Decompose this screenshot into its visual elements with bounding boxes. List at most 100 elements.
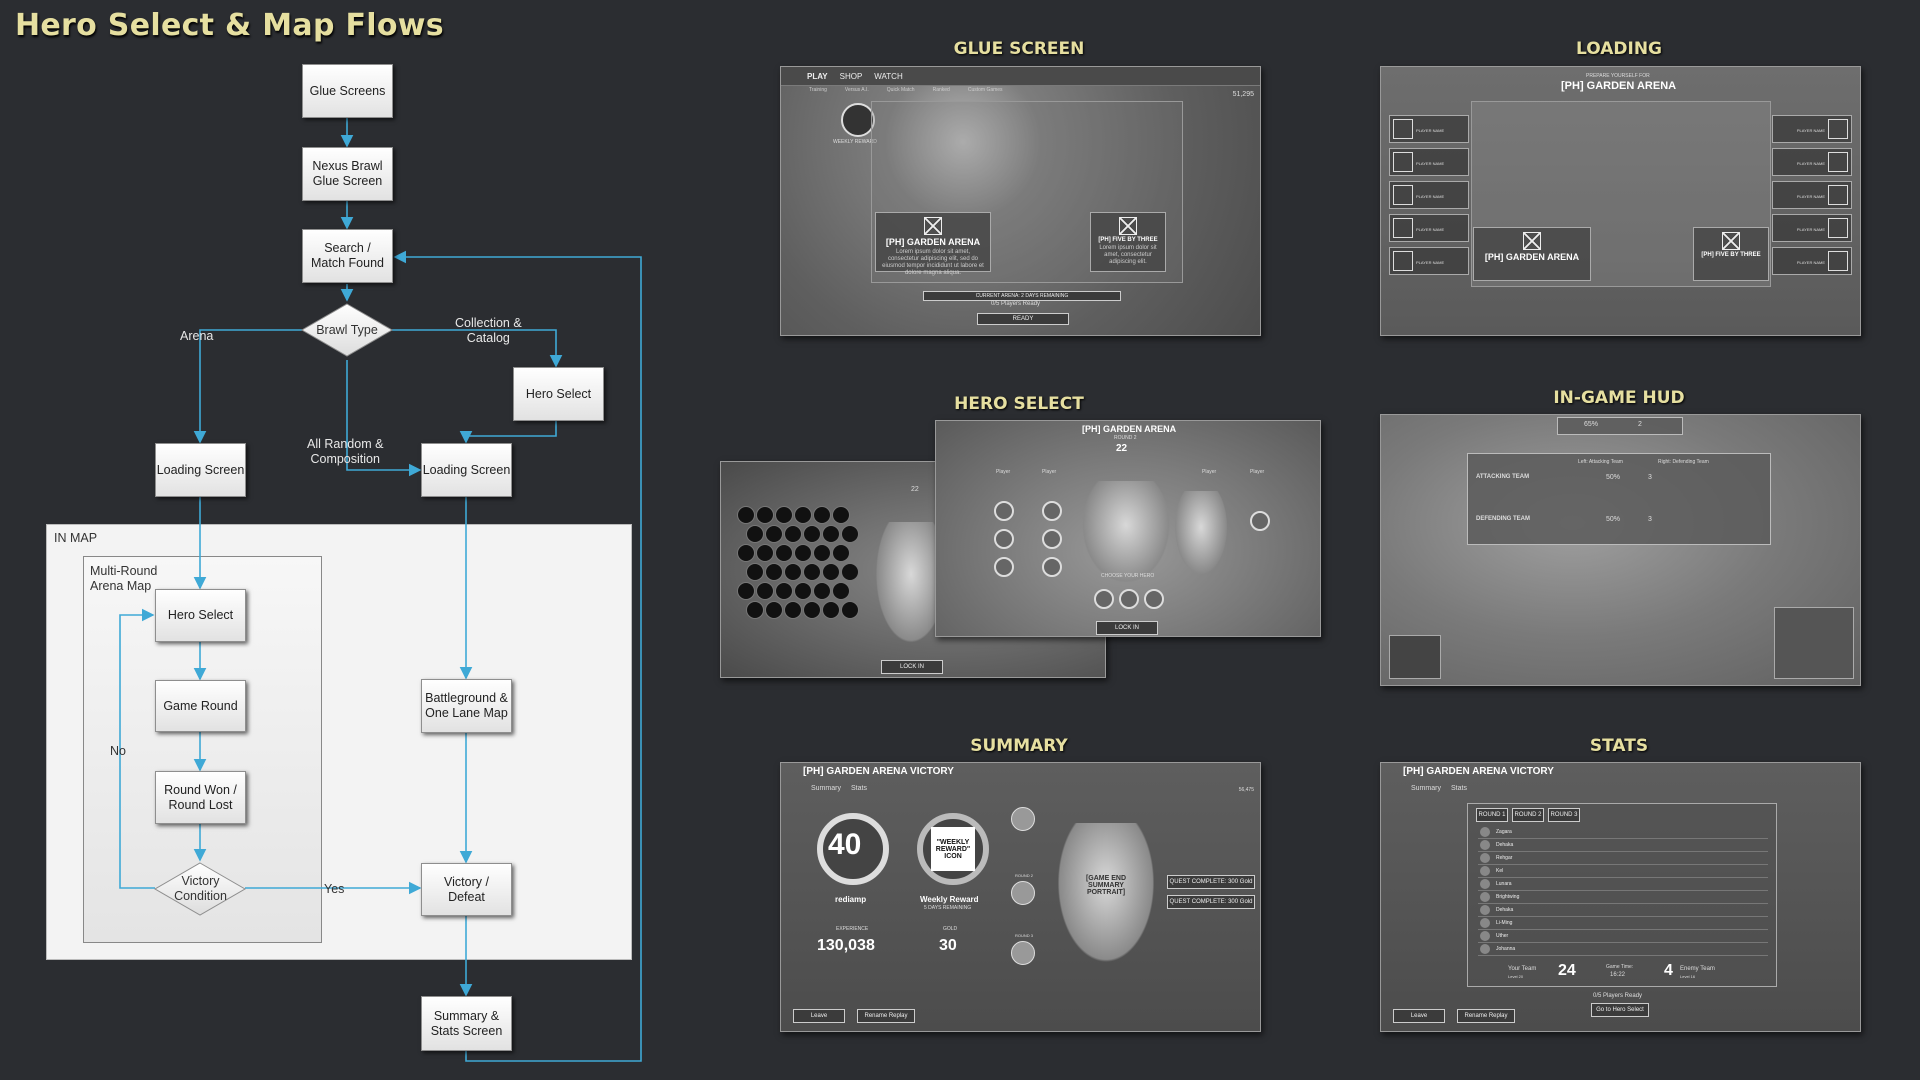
player-name-label: PLAYER NAME xyxy=(1416,260,1445,265)
hero-portrait-slot[interactable] xyxy=(775,506,793,524)
hero-portrait-slot[interactable] xyxy=(841,563,859,581)
card-text: Lorem ipsum dolor sit amet, consectetur … xyxy=(1099,245,1157,265)
hero-avatar xyxy=(1480,866,1490,876)
glue-subtab[interactable]: Training xyxy=(809,87,827,93)
stats-tab-stats[interactable]: Stats xyxy=(1451,785,1467,792)
go-to-hero-select-button[interactable]: Go to Hero Select xyxy=(1591,1003,1649,1017)
nexus-brawl-node: Nexus Brawl Glue Screen xyxy=(302,147,393,201)
multi-round-label: Multi-Round Arena Map xyxy=(90,564,158,593)
hero-portrait-slot[interactable] xyxy=(803,563,821,581)
hero-portrait-slot[interactable] xyxy=(822,525,840,543)
glue-tab-shop[interactable]: SHOP xyxy=(839,71,863,81)
experience-value: 130,038 xyxy=(817,937,875,954)
attacking-percent: 50% xyxy=(1606,474,1621,481)
glue-subtab[interactable]: Quick Match xyxy=(886,87,915,93)
hero-portrait-slot[interactable] xyxy=(832,582,850,600)
hero-portrait-slot[interactable] xyxy=(746,525,764,543)
pick-slot[interactable] xyxy=(994,501,1014,521)
hero-portrait-slot[interactable] xyxy=(794,544,812,562)
summary-tab-stats[interactable]: Stats xyxy=(851,785,867,792)
five-by-three-card[interactable]: [PH] FIVE BY THREE Lorem ipsum dolor sit… xyxy=(1090,212,1166,272)
glue-subtab[interactable]: Custom Games xyxy=(967,87,1003,93)
player-name: Johanna xyxy=(1496,946,1516,952)
glue-tab-watch[interactable]: WATCH xyxy=(874,71,903,81)
hero-portrait-slot[interactable] xyxy=(784,525,802,543)
minimap[interactable] xyxy=(1774,607,1854,679)
pick-slot[interactable] xyxy=(1250,511,1270,531)
card-title: [PH] GARDEN ARENA xyxy=(1484,252,1580,262)
round-tab-3[interactable]: ROUND 3 xyxy=(1548,808,1580,822)
glue-subtab[interactable]: Versus A.I. xyxy=(844,87,869,93)
leave-button[interactable]: Leave xyxy=(1393,1009,1445,1023)
victory-condition-label: Victory Condition xyxy=(174,874,227,903)
stats-tab-summary[interactable]: Summary xyxy=(1411,785,1441,792)
rename-replay-button[interactable]: Rename Replay xyxy=(1457,1009,1515,1023)
round-tab-2[interactable]: ROUND 2 xyxy=(1512,808,1544,822)
placeholder-image-icon xyxy=(1828,152,1848,172)
gold-value: 30 xyxy=(939,937,957,954)
player-name-label: PLAYER NAME xyxy=(1416,128,1445,133)
hero-select-front-mockup: [PH] GARDEN ARENA ROUND 2 22 Player Play… xyxy=(935,420,1321,637)
hero-portrait-slot[interactable] xyxy=(746,601,764,619)
pick-slot[interactable] xyxy=(1119,589,1139,609)
summary-tab-summary[interactable]: Summary xyxy=(811,785,841,792)
top-score-bar: 65% 2 xyxy=(1557,417,1683,435)
lock-in-button[interactable]: LOCK IN xyxy=(1096,621,1158,635)
enemy-team-score: 4 xyxy=(1664,962,1673,979)
hero-portrait-slot[interactable] xyxy=(832,544,850,562)
your-team-score: 24 xyxy=(1558,962,1576,979)
leave-button[interactable]: Leave xyxy=(793,1009,845,1023)
table-row: Zagara xyxy=(1478,826,1768,839)
hero-portrait-slot[interactable] xyxy=(794,582,812,600)
hero-portrait-slot[interactable] xyxy=(756,544,774,562)
hero-portrait-slot[interactable] xyxy=(803,601,821,619)
hero-portrait-slot[interactable] xyxy=(813,582,831,600)
hero-portrait-slot[interactable] xyxy=(794,506,812,524)
rename-replay-button[interactable]: Rename Replay xyxy=(857,1009,915,1023)
player-label: Player xyxy=(1202,469,1217,475)
summary-heading: SUMMARY xyxy=(970,736,1068,756)
hero-portrait-slot[interactable] xyxy=(803,525,821,543)
hero-portrait-slot[interactable] xyxy=(784,563,802,581)
hero-portrait-slot[interactable] xyxy=(822,601,840,619)
loading-player-slot: PLAYER NAME xyxy=(1389,214,1469,242)
pick-slot[interactable] xyxy=(1042,501,1062,521)
hero-portrait-slot[interactable] xyxy=(737,506,755,524)
hero-portrait-slot[interactable] xyxy=(765,601,783,619)
hero-portrait-slot[interactable] xyxy=(737,582,755,600)
hero-portrait-slot[interactable] xyxy=(765,563,783,581)
loading-player-slot: PLAYER NAME xyxy=(1772,115,1852,143)
garden-arena-card[interactable]: [PH] GARDEN ARENA Lorem ipsum dolor sit … xyxy=(875,212,991,276)
loading-player-slot: PLAYER NAME xyxy=(1389,247,1469,275)
pick-slot[interactable] xyxy=(1094,589,1114,609)
weekly-reward-icon[interactable] xyxy=(841,103,875,137)
hero-portrait-slot[interactable] xyxy=(775,544,793,562)
hero-portrait-slot[interactable] xyxy=(775,582,793,600)
glue-tab-play[interactable]: PLAY xyxy=(807,71,828,81)
hero-portrait-slot[interactable] xyxy=(841,601,859,619)
hero-avatar xyxy=(1480,918,1490,928)
hero-portrait-slot[interactable] xyxy=(756,582,774,600)
hero-portrait-slot[interactable] xyxy=(746,563,764,581)
defending-percent: 50% xyxy=(1606,516,1621,523)
glue-subtab[interactable]: Ranked xyxy=(932,87,950,93)
pick-slot[interactable] xyxy=(994,557,1014,577)
arena-label: Arena xyxy=(180,329,214,343)
hero-portrait-slot[interactable] xyxy=(784,601,802,619)
pick-slot[interactable] xyxy=(1144,589,1164,609)
hero-portrait-slot[interactable] xyxy=(765,525,783,543)
hero-portrait-slot[interactable] xyxy=(813,544,831,562)
pick-slot[interactable] xyxy=(1042,529,1062,549)
pick-slot[interactable] xyxy=(994,529,1014,549)
hero-portrait-slot[interactable] xyxy=(737,544,755,562)
hero-portrait-slot[interactable] xyxy=(813,506,831,524)
pick-slot[interactable] xyxy=(1042,557,1062,577)
hero-select-heading: HERO SELECT xyxy=(954,394,1084,414)
round-tab-1[interactable]: ROUND 1 xyxy=(1476,808,1508,822)
lock-in-button-back[interactable]: LOCK IN xyxy=(881,660,943,674)
hero-portrait-slot[interactable] xyxy=(841,525,859,543)
ready-button[interactable]: READY xyxy=(977,313,1069,325)
hero-portrait-slot[interactable] xyxy=(822,563,840,581)
hero-portrait-slot[interactable] xyxy=(832,506,850,524)
hero-portrait-slot[interactable] xyxy=(756,506,774,524)
